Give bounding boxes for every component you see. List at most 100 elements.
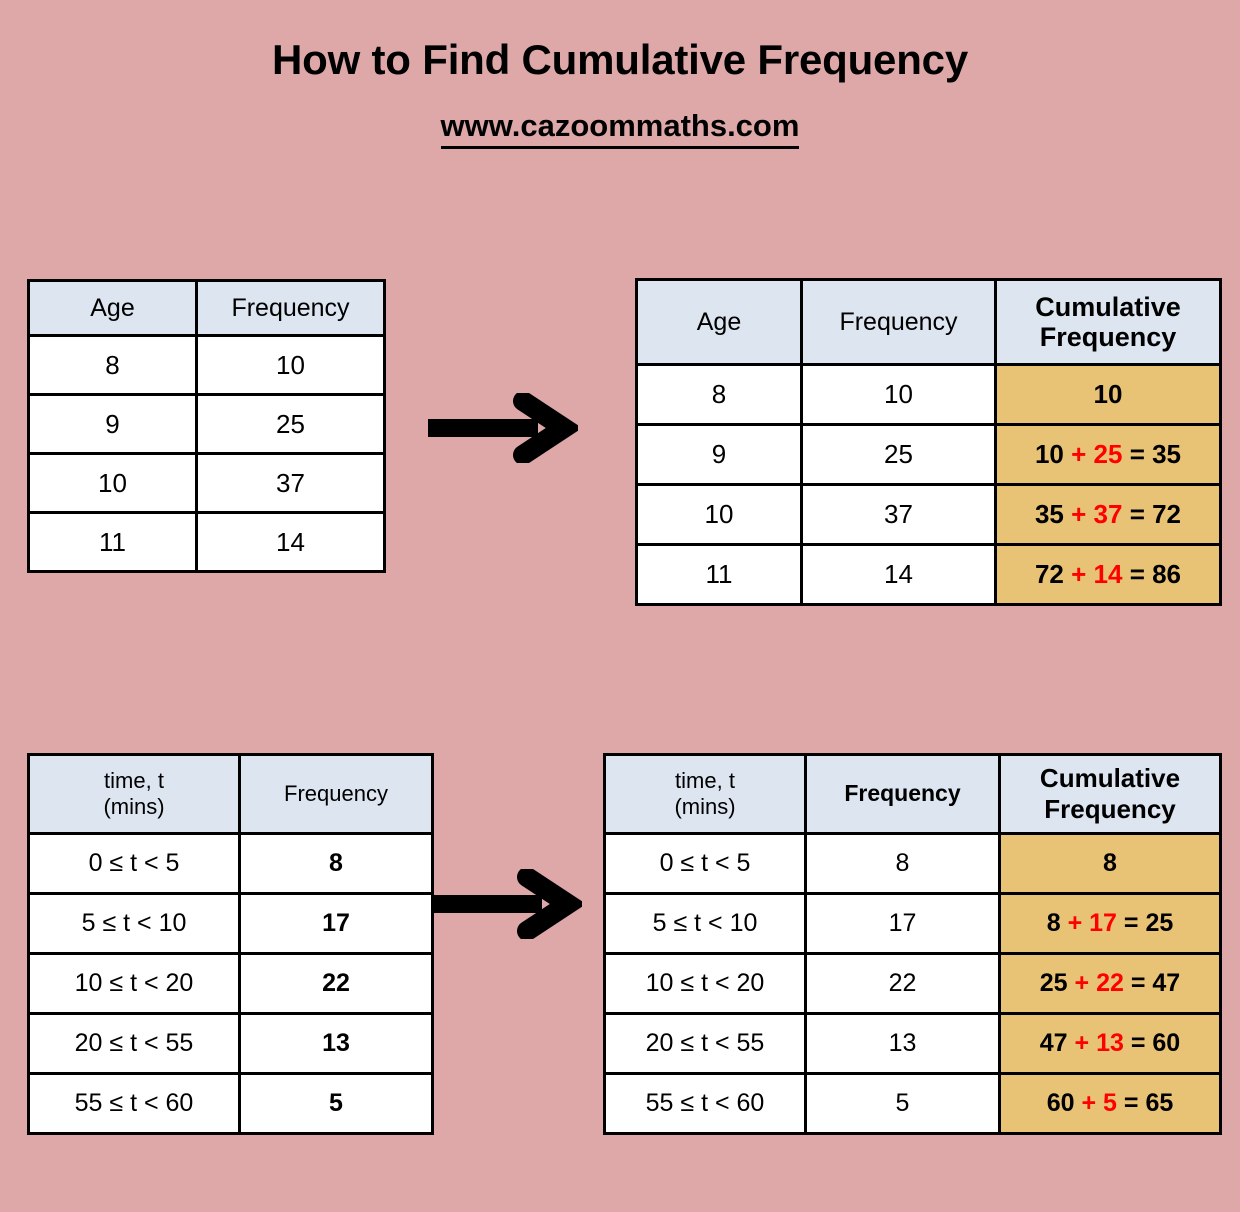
cell-frequency: 22 <box>804 952 1001 1015</box>
table-row: 10 ≤ t < 20 22 25 + 22 = 47 <box>603 952 1222 1015</box>
table-header-row: Age Frequency <box>27 279 386 337</box>
cell-age: 11 <box>635 543 803 606</box>
cell-time-interval: 20 ≤ t < 55 <box>603 1012 807 1075</box>
cumulative-previous: 47 <box>1039 1029 1068 1057</box>
column-header-frequency: Frequency <box>804 753 1001 835</box>
cumulative-addend: + 25 <box>1071 439 1123 469</box>
right-arrow-icon <box>428 391 583 468</box>
cumulative-previous: 72 <box>1034 559 1064 589</box>
cell-frequency: 10 <box>195 334 386 396</box>
cell-time-interval: 55 ≤ t < 60 <box>27 1072 241 1135</box>
age-cumulative-frequency-table: Age Frequency Cumulative Frequency 8 10 … <box>635 278 1222 606</box>
cell-age: 8 <box>27 334 198 396</box>
cell-cumulative-frequency: 8 <box>998 832 1222 895</box>
cumulative-previous: 35 <box>1034 499 1064 529</box>
cell-cumulative-frequency: 8 + 17 = 25 <box>998 892 1222 955</box>
cell-frequency: 22 <box>238 952 434 1015</box>
cell-frequency: 25 <box>195 393 386 455</box>
cumulative-result: = 72 <box>1129 499 1182 529</box>
cumulative-addend: + 37 <box>1071 499 1123 529</box>
cell-cumulative-frequency: 35 + 37 = 72 <box>994 483 1222 546</box>
cell-age: 10 <box>635 483 803 546</box>
cell-frequency: 14 <box>800 543 997 606</box>
cell-frequency: 8 <box>804 832 1001 895</box>
column-header-age: Age <box>635 278 803 366</box>
table-row: 11 14 72 + 14 = 86 <box>635 543 1222 606</box>
cumulative-previous: 10 <box>1034 439 1064 469</box>
cell-frequency: 5 <box>238 1072 434 1135</box>
column-header-cumulative-frequency: Cumulative Frequency <box>998 753 1222 835</box>
cumulative-addend: + 13 <box>1074 1029 1124 1057</box>
cumulative-addend: + 14 <box>1071 559 1123 589</box>
cell-cumulative-frequency: 47 + 13 = 60 <box>998 1012 1222 1075</box>
column-header-frequency: Frequency <box>195 279 386 337</box>
cell-frequency: 14 <box>195 511 386 573</box>
cell-frequency: 17 <box>804 892 1001 955</box>
cumulative-addend: + 5 <box>1081 1089 1117 1117</box>
table-header-row: Age Frequency Cumulative Frequency <box>635 278 1222 366</box>
cell-frequency: 13 <box>238 1012 434 1075</box>
cumulative-addend: + 22 <box>1074 969 1124 997</box>
header-line-1: Cumulative <box>1039 762 1181 793</box>
cumulative-result: = 47 <box>1130 969 1181 997</box>
cumulative-total: 8 <box>1103 849 1117 877</box>
header-line-2: (mins) <box>103 794 165 819</box>
table-row: 0 ≤ t < 5 8 <box>27 832 434 895</box>
website-link[interactable]: www.cazoommaths.com <box>440 108 800 149</box>
cell-age: 11 <box>27 511 198 573</box>
cell-time-interval: 0 ≤ t < 5 <box>603 832 807 895</box>
cumulative-result: = 35 <box>1129 439 1182 469</box>
age-frequency-source-table: Age Frequency 8 10 9 25 10 37 11 14 <box>27 279 386 573</box>
cell-frequency: 17 <box>238 892 434 955</box>
column-header-cumulative-frequency: Cumulative Frequency <box>994 278 1222 366</box>
table-header-row: time, t (mins) Frequency Cumulative Freq… <box>603 753 1222 835</box>
table-row: 9 25 10 + 25 = 35 <box>635 423 1222 486</box>
cell-frequency: 8 <box>238 832 434 895</box>
cell-frequency: 37 <box>800 483 997 546</box>
time-frequency-source-table: time, t (mins) Frequency 0 ≤ t < 5 8 5 ≤… <box>27 753 434 1135</box>
cumulative-result: = 25 <box>1123 909 1174 937</box>
cumulative-result: = 65 <box>1123 1089 1174 1117</box>
header-line-2: Frequency <box>1044 794 1176 824</box>
cell-frequency: 37 <box>195 452 386 514</box>
cell-cumulative-frequency: 72 + 14 = 86 <box>994 543 1222 606</box>
cell-time-interval: 10 ≤ t < 20 <box>27 952 241 1015</box>
table-row: 55 ≤ t < 60 5 60 + 5 = 65 <box>603 1072 1222 1135</box>
column-header-time-interval: time, t (mins) <box>27 753 241 835</box>
cell-age: 9 <box>635 423 803 486</box>
cell-time-interval: 55 ≤ t < 60 <box>603 1072 807 1135</box>
cell-cumulative-frequency: 60 + 5 = 65 <box>998 1072 1222 1135</box>
table-row: 20 ≤ t < 55 13 47 + 13 = 60 <box>603 1012 1222 1075</box>
column-header-time-interval: time, t (mins) <box>603 753 807 835</box>
cell-time-interval: 5 ≤ t < 10 <box>27 892 241 955</box>
cumulative-result: = 86 <box>1129 559 1182 589</box>
table-header-row: time, t (mins) Frequency <box>27 753 434 835</box>
website-link-wrapper: www.cazoommaths.com <box>0 108 1240 149</box>
table-row: 0 ≤ t < 5 8 8 <box>603 832 1222 895</box>
cumulative-total: 10 <box>1093 379 1123 409</box>
table-row: 8 10 10 <box>635 363 1222 426</box>
page-title: How to Find Cumulative Frequency <box>272 36 968 83</box>
cell-frequency: 13 <box>804 1012 1001 1075</box>
cell-frequency: 10 <box>800 363 997 426</box>
header-line-1: time, t <box>675 767 735 793</box>
column-header-age: Age <box>27 279 198 337</box>
table-row: 10 37 35 + 37 = 72 <box>635 483 1222 546</box>
cumulative-previous: 25 <box>1039 969 1068 997</box>
cell-cumulative-frequency: 10 + 25 = 35 <box>994 423 1222 486</box>
header-line-1: time, t <box>104 767 164 793</box>
table-row: 55 ≤ t < 60 5 <box>27 1072 434 1135</box>
cell-frequency: 25 <box>800 423 997 486</box>
cell-age: 10 <box>27 452 198 514</box>
time-cumulative-frequency-table: time, t (mins) Frequency Cumulative Freq… <box>603 753 1222 1135</box>
cell-time-interval: 0 ≤ t < 5 <box>27 832 241 895</box>
table-row: 10 ≤ t < 20 22 <box>27 952 434 1015</box>
cell-cumulative-frequency: 10 <box>994 363 1222 426</box>
cell-time-interval: 20 ≤ t < 55 <box>27 1012 241 1075</box>
cell-cumulative-frequency: 25 + 22 = 47 <box>998 952 1222 1015</box>
table-row: 5 ≤ t < 10 17 8 + 17 = 25 <box>603 892 1222 955</box>
column-header-frequency: Frequency <box>238 753 434 835</box>
cell-age: 9 <box>27 393 198 455</box>
header-line-2: (mins) <box>674 794 736 819</box>
table-row: 8 10 <box>27 334 386 396</box>
